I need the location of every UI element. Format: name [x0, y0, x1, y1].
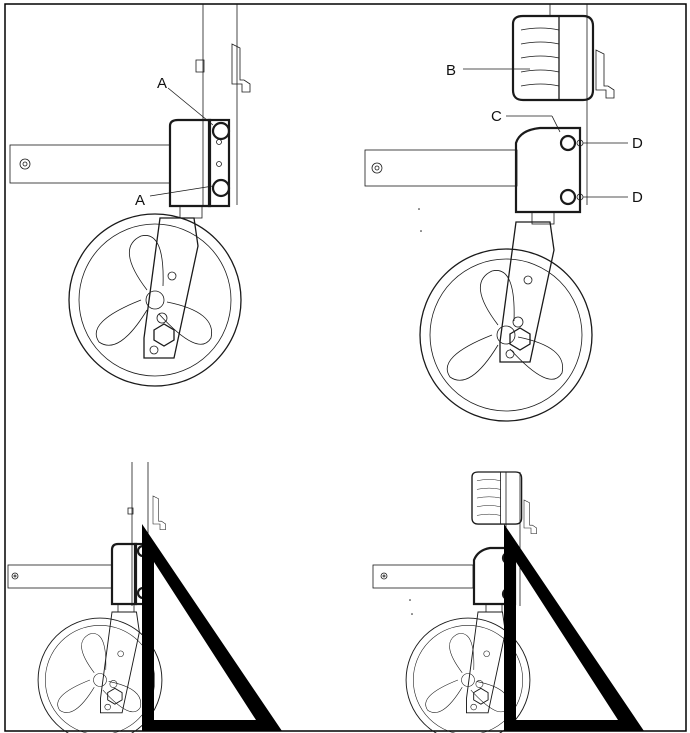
panel-bottom-left [7, 462, 166, 733]
callout-d-bottom: D [632, 189, 643, 206]
callout-c: C [491, 108, 502, 125]
callout-d-top: D [632, 135, 643, 152]
diagram-frame [4, 3, 687, 732]
panel-top-right [364, 4, 628, 422]
warning-triangle-left-icon [142, 524, 282, 731]
warning-triangle-right-icon [504, 524, 644, 731]
callout-a-bottom: A [135, 192, 145, 209]
callout-a-top: A [157, 75, 167, 92]
panel-top-left [9, 4, 251, 387]
callout-b: B [446, 62, 456, 79]
